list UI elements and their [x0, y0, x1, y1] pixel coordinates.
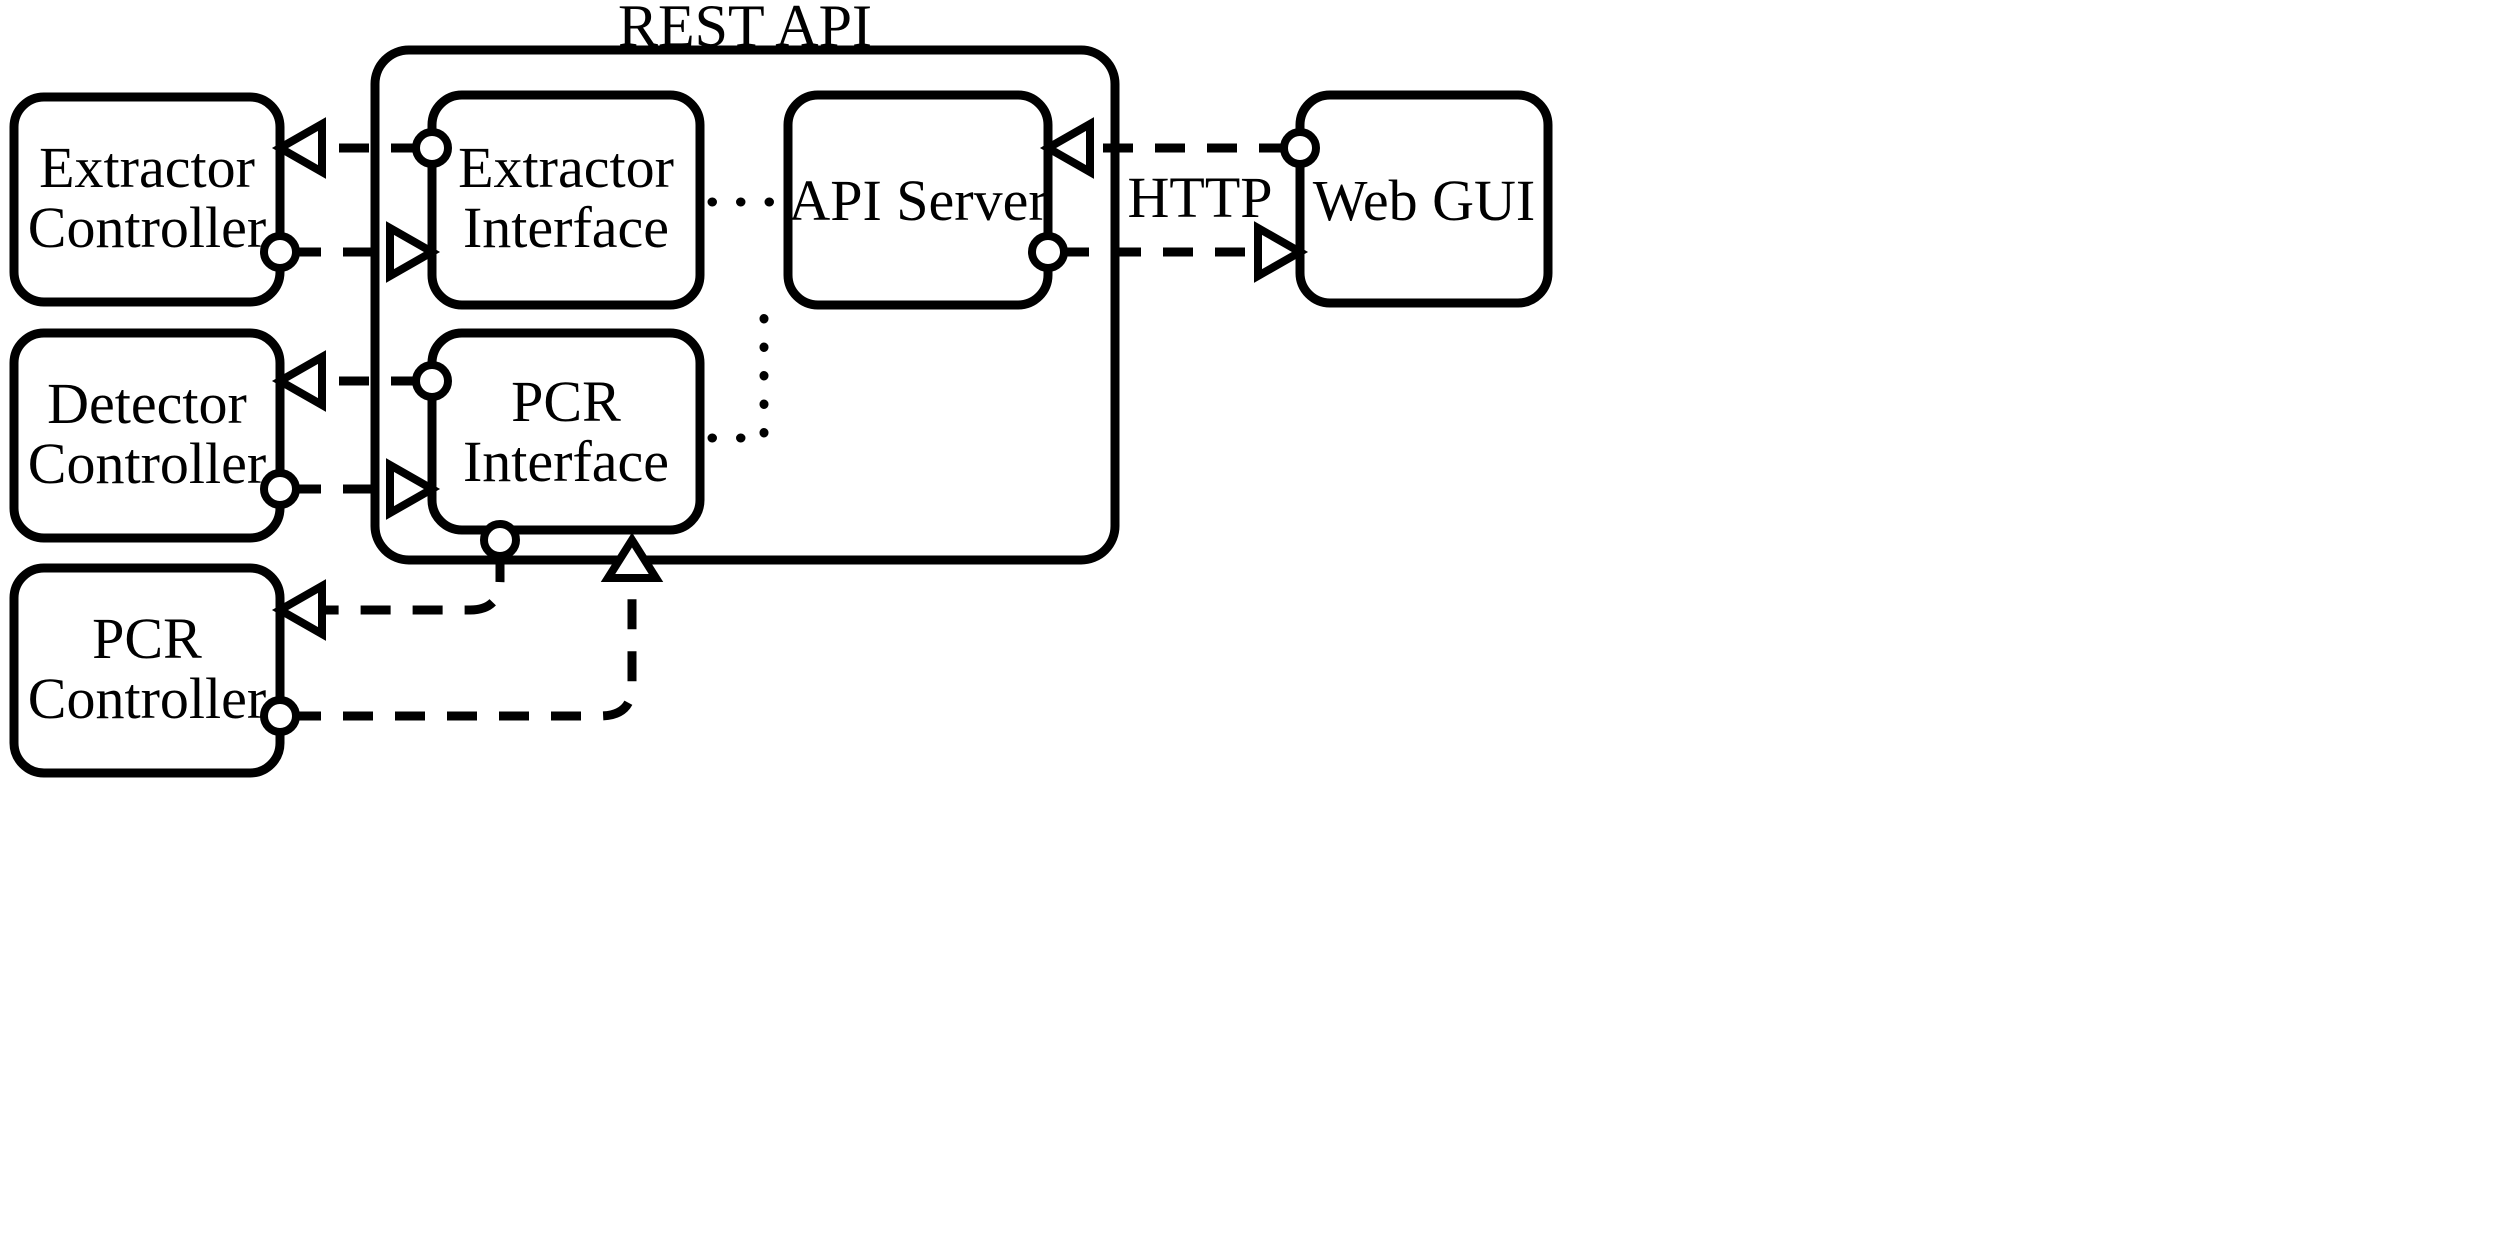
socket-circle-icon: [1280, 128, 1320, 168]
socket-circle-icon: [412, 128, 452, 168]
open-arrow-icon: [271, 117, 326, 179]
connection-pcr-iface-to-detector: [271, 350, 452, 412]
socket-circle-icon: [480, 520, 520, 560]
open-arrow-icon: [1254, 221, 1309, 283]
socket-circle-icon: [260, 696, 300, 736]
open-arrow-icon: [386, 458, 441, 520]
connection-webgui-to-api-server: [1039, 117, 1320, 179]
node-extractor-controller[interactable]: [9, 92, 285, 307]
node-extractor-interface[interactable]: [427, 90, 705, 310]
socket-circle-icon: [260, 232, 300, 272]
node-api-server[interactable]: [783, 90, 1053, 310]
dashed-line: [291, 578, 637, 721]
connection-detector-to-pcr-iface: [260, 458, 441, 520]
connection-extractor-controller-to-iface: [260, 221, 441, 283]
node-pcr-controller[interactable]: [9, 563, 285, 778]
connection-pcr-controller-to-pcr-iface: [260, 532, 664, 736]
open-arrow-up-icon: [600, 532, 664, 582]
socket-circle-icon: [260, 469, 300, 509]
node-pcr-interface[interactable]: [427, 328, 705, 535]
connection-extractor-iface-to-controller: [271, 117, 452, 179]
open-arrow-icon: [1039, 117, 1094, 179]
dashed-line: [302, 552, 505, 615]
node-web-gui[interactable]: [1295, 90, 1553, 308]
open-arrow-icon: [386, 221, 441, 283]
socket-circle-icon: [412, 361, 452, 401]
connection-api-server-to-webgui: [1028, 221, 1309, 283]
socket-circle-icon: [1028, 232, 1068, 272]
connection-pcr-iface-to-pcr-controller: [271, 520, 520, 641]
open-arrow-icon: [271, 350, 326, 412]
node-detector-controller[interactable]: [9, 328, 285, 543]
open-arrow-icon: [271, 579, 326, 641]
